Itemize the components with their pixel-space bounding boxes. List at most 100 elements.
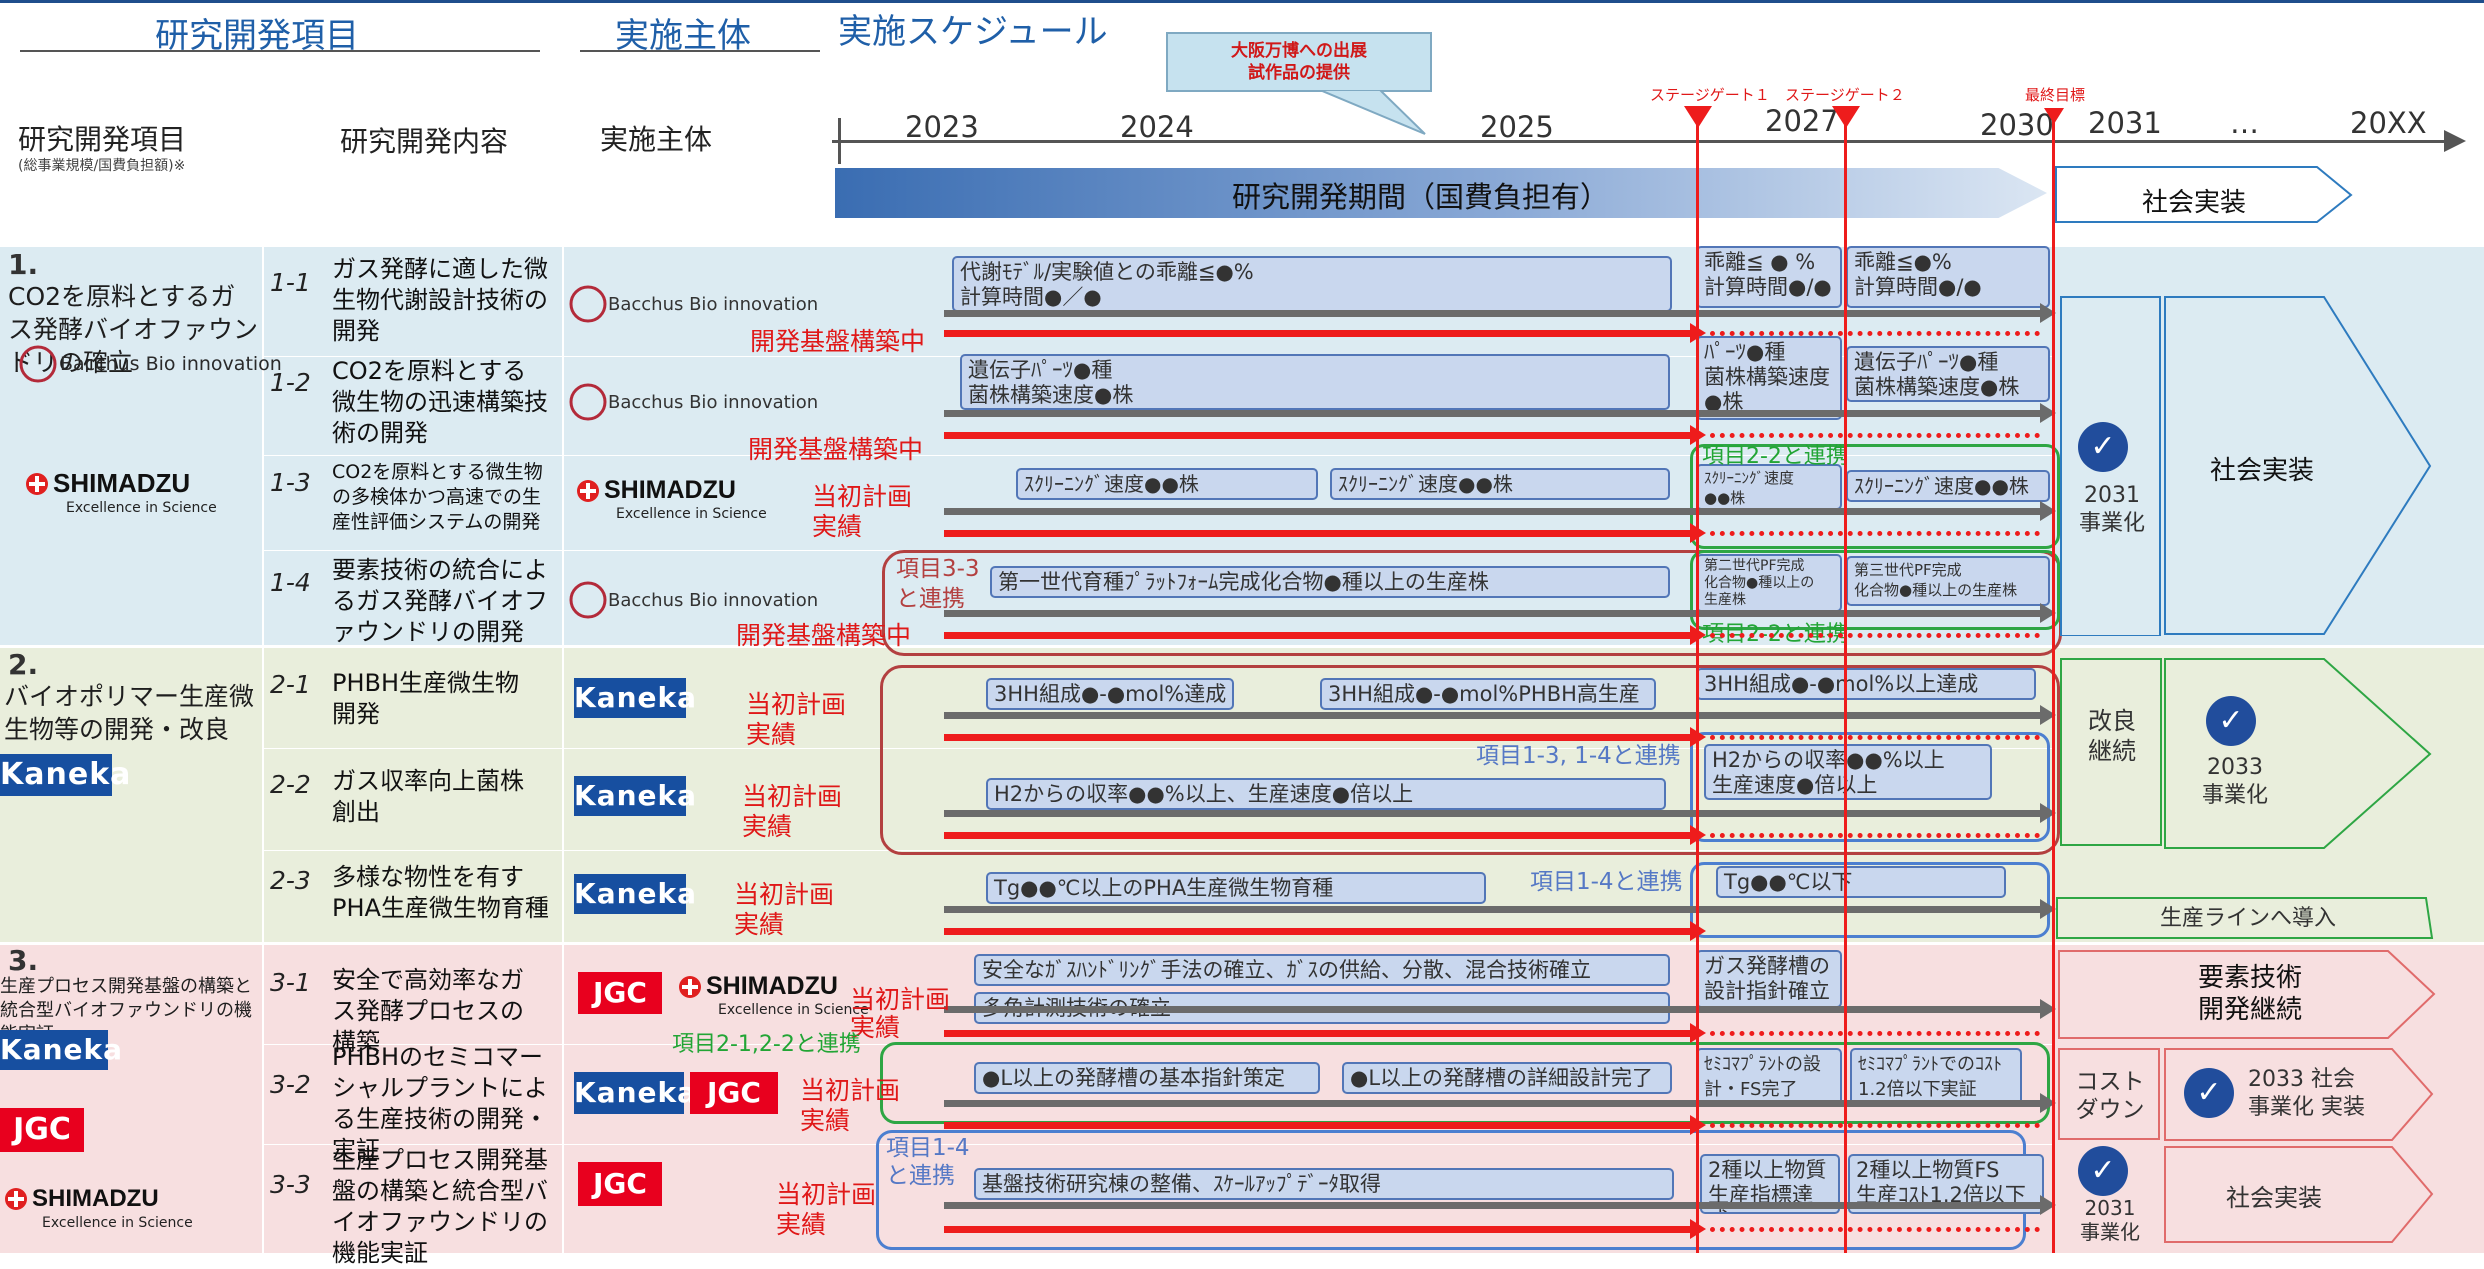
gate1-line [1696,112,1699,1253]
row-1-4-future-dotted [1710,633,2040,638]
s2-line-chevron [2056,897,2434,939]
row-1-3-box1: ｽｸﾘｰﾆﾝｸﾞ速度●●株 [1016,468,1318,500]
row-1-1-box3: 乖離≦●% 計算時間●/● [1846,246,2050,308]
row-2-1-status: 当初計画 実績 [746,690,847,749]
row-3-2-box3: ｾﾐｺﾏﾌﾟﾗﾝﾄでのｺｽﾄ 1.2倍以下実証 [1850,1048,2022,1106]
band-divider-2 [0,942,2484,945]
top-rule [0,0,2484,3]
year-2023: 2023 [905,110,979,144]
row-1-3-box3: ｽｸﾘｰﾆﾝｸﾞ速度●●株 [1846,470,2050,502]
row-1-1-plan-line [944,310,2044,317]
bacchus-logo-left: Bacchus Bio innovation [18,344,282,384]
s3-chevron-a [2058,950,2436,1039]
band-divider-1 [0,645,2484,648]
row-1-3-actual-line [944,530,1694,537]
row-1-2-status: 開発基盤構築中 [748,435,924,464]
row-3-3-future-dotted [1710,1227,2040,1232]
kaneka-logo-row-3-2: Kaneka [574,1072,696,1114]
row-2-1-box2: 3HH組成●-●mol%以上達成 [1696,668,2036,700]
bacchus-logo-text: Bacchus Bio innovation [60,353,282,375]
header-col1: 研究開発項目 [155,16,359,56]
s1-year: 2031 事業化 [2078,483,2145,536]
row-3-2-text: PHBHのセミコマーシャルプラントによる生産技術の開発・実証 [332,1043,548,1164]
row-1-3-box1b: ｽｸﾘｰﾆﾝｸﾞ速度●●株 [1330,468,1670,500]
kaneka-logo-left-3: Kaneka [0,1030,122,1070]
row-sep [262,1144,2052,1145]
subheader-content: 研究開発内容 [340,125,509,158]
row-3-1-box2: ガス発酵槽の 設計指針確立 [1696,950,1842,1008]
section2-num: 2. [8,648,39,681]
row-3-2-num: 3-2 [270,1070,311,1099]
row-1-2-box1: 遺伝子ﾊﾟｰﾂ●種 菌株構築速度●株 [960,354,1670,410]
row-1-2-num: 1-2 [270,368,311,397]
row-2-3-text: 多様な物性を有すPHA生産微生物育種 [332,863,549,922]
shimadzu-logo-left-3: SHIMADZU [4,1185,159,1213]
row-3-1-future-dotted [1710,1031,2040,1036]
timeline-start-tick [838,118,841,164]
row-2-2-box1: H2からの収率●●%以上、生産速度●倍以上 [986,778,1666,810]
row-1-4-actual-line [944,632,1694,639]
subheader-item: 研究開発項目 [18,123,187,156]
subheader-entity: 実施主体 [600,123,713,156]
row-3-1-actual-line [944,1030,1694,1037]
row-1-4-box2: 第二世代PF完成 化合物●種以上の 生産株 [1696,554,1842,612]
section1-num: 1. [8,248,39,281]
row-1-1-actual-line [944,330,1694,337]
row-3-2-link: 項目2-1,2-2と連携 [672,1032,861,1057]
shimadzu-tag-row-3-1: Excellence in Science [718,1002,869,1018]
row-3-2-box1: ●L以上の発酵槽の基本指針策定 [974,1062,1320,1094]
shimadzu-tag-left-3: Excellence in Science [42,1215,193,1231]
row-2-3-link: 項目1-4と連携 [1530,869,1683,895]
row-3-2-status: 当初計画 実績 [800,1076,901,1135]
shimadzu-tag-left: Excellence in Science [66,500,217,516]
timeline-arrow-icon [2444,130,2466,152]
row-1-4-box3: 第三世代PF完成 化合物●種以上の生産株 [1846,556,2050,606]
callout-tail [1320,90,1426,135]
gate1-label: ステージゲート１ [1650,86,1770,104]
row-3-1-box1: 安全なｶﾞｽﾊﾝﾄﾞﾘﾝｸﾞ手法の確立、ｶﾞｽの供給、分散、混合技術確立 [974,954,1670,986]
green-outline-1-3 [1690,444,2060,549]
row-3-3-box1: 基盤技術研究棟の整備、ｽｹｰﾙｱｯﾌﾟﾃﾞｰﾀ取得 [974,1168,1674,1200]
year-ellipsis: … [2230,106,2259,140]
research-period-label: 研究開発期間（国費負担有） [1232,180,1610,214]
expo-callout: 大阪万博への出展 試作品の提供 [1166,32,1432,92]
s3-check-icon-c: ✓ [2184,1068,2234,1118]
row-2-1-text: PHBH生産微生物開発 [332,669,520,728]
header-col2: 実施主体 [615,16,751,56]
row-3-3-link: 項目1-4 と連携 [886,1135,970,1189]
shimadzu-logo-text: SHIMADZU [53,468,191,498]
section3-num: 3. [8,944,39,977]
year-2030: 2030 [1980,108,2054,142]
row-1-4-num: 1-4 [270,568,311,597]
row-3-2-plan-line [944,1100,2044,1107]
section1-title: CO2を原料とするガス発酵バイオファウンドリの確立 [8,282,259,377]
row-2-2-future-dotted [1710,833,2040,838]
shimadzu-logo-text: SHIMADZU [32,1185,159,1212]
row-1-4-status: 開発基盤構築中 [736,621,912,650]
section2-title: バイオポリマー生産微生物等の開発・改良 [4,682,255,744]
row-2-1-actual-line [944,734,1694,741]
shimadzu-text: SHIMADZU [604,476,736,504]
jgc-logo-row-3-2: JGC [690,1072,778,1114]
bacchus-logo-row-1-1: Bacchus Bio innovation [568,284,818,324]
row-1-3-num: 1-3 [270,468,311,497]
shimadzu-logo-row-1-3: SHIMADZU [576,476,736,505]
s3-year: 2031 事業化 [2080,1196,2140,1244]
row-1-4-link2: 項目2-2と連携 [1702,622,1848,647]
row-2-2-actual-line [944,832,1694,839]
year-2024: 2024 [1120,110,1194,144]
bacchus-logo-row-1-4: Bacchus Bio innovation [568,580,818,620]
row-1-2-box2: ﾊﾟｰﾂ●種 菌株構築速度 ●株 [1696,336,1842,420]
kaneka-logo-left-2: Kaneka [0,754,130,796]
s2-chevron [2164,658,2432,849]
final-goal-label: 最終目標 [2025,86,2086,104]
bacchus-text: Bacchus Bio innovation [608,391,819,413]
row-2-3-num: 2-3 [270,866,311,895]
row-1-4-plan-line [944,610,2044,617]
year-2027: 2027 [1765,104,1839,138]
bacchus-text: Bacchus Bio innovation [608,589,819,611]
year-2025: 2025 [1480,110,1554,144]
jgc-logo-row-3-3: JGC [578,1162,662,1206]
row-1-1-status: 開発基盤構築中 [750,327,926,356]
row-1-2-actual-line [944,432,1694,439]
